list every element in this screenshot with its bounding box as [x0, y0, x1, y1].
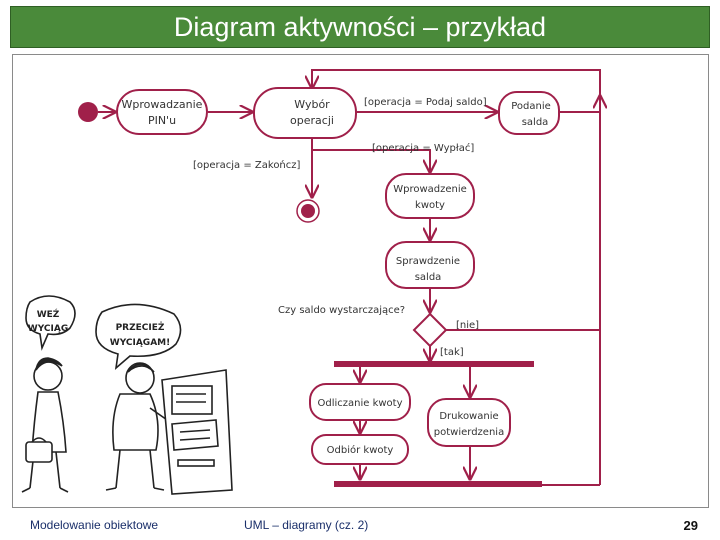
wprow-kwoty-label-1: Wprowadzenie [393, 184, 467, 195]
bubble-left-line2: WYCIĄG [28, 324, 68, 334]
slide-title-bar: Diagram aktywności – przykład [10, 6, 710, 48]
wybor-label-1: Wybór [294, 98, 330, 111]
pin-label-1: Wprowadzanie [122, 98, 203, 111]
wprow-kwoty-label-2: kwoty [415, 200, 445, 211]
slide-title: Diagram aktywności – przykład [173, 11, 547, 42]
woman-figure [21, 357, 69, 493]
drukowanie-label-1: Drukowanie [439, 411, 498, 422]
guard-wyplac: [operacja = Wypłać] [372, 142, 474, 154]
podanie-label-1: Podanie [511, 101, 551, 112]
sprawdzenie-label-1: Sprawdzenie [396, 256, 460, 267]
atm-machine [161, 369, 233, 495]
action-podanie [498, 91, 560, 135]
pin-label-2: PIN'u [148, 114, 176, 127]
bubble-left-line1: WEŹ [37, 308, 60, 320]
guard-zakoncz: [operacja = Zakończ] [193, 159, 301, 171]
atm-cartoon: WEŹ WYCIĄG PRZECIEŻ WYCIĄGAM! [21, 295, 233, 495]
page-number: 29 [683, 518, 698, 533]
odbior-label: Odbiór kwoty [327, 444, 394, 456]
action-wybor [253, 87, 357, 139]
fork-bar [334, 361, 534, 367]
odliczanie-label: Odliczanie kwoty [317, 398, 402, 409]
diagram-frame [12, 54, 709, 508]
decision-node [412, 312, 448, 348]
speech-bubble-right [95, 303, 182, 370]
guard-tak: [tak] [440, 347, 464, 358]
action-sprawdzenie-salda [385, 241, 475, 289]
action-pin [116, 89, 208, 135]
initial-node [78, 102, 98, 122]
bubble-right-line1: PRZECIEŻ [116, 322, 165, 333]
join-bar [334, 481, 542, 487]
guard-podaj-saldo: [operacja = Podaj saldo] [364, 97, 487, 108]
action-drukowanie [427, 398, 511, 447]
drukowanie-label-2: potwierdzenia [434, 427, 504, 438]
sprawdzenie-label-2: salda [415, 272, 442, 283]
guard-nie: [nie] [456, 320, 479, 331]
footer-center: UML – diagramy (cz. 2) [244, 518, 369, 532]
action-wprowadzenie-kwoty [385, 173, 475, 219]
action-odliczanie [309, 383, 411, 421]
action-odbior [311, 434, 409, 465]
bubble-right-line2: WYCIĄGAM! [110, 338, 170, 348]
flow-podanie-loop [312, 69, 601, 113]
man-figure [105, 362, 171, 491]
guard-czy-saldo: Czy saldo wystarczające? [278, 305, 405, 316]
wybor-label-2: operacji [290, 114, 334, 127]
final-node-core [301, 204, 315, 218]
footer-left: Modelowanie obiektowe [30, 518, 159, 532]
podanie-label-2: salda [522, 117, 549, 128]
speech-bubble-left [25, 295, 76, 351]
